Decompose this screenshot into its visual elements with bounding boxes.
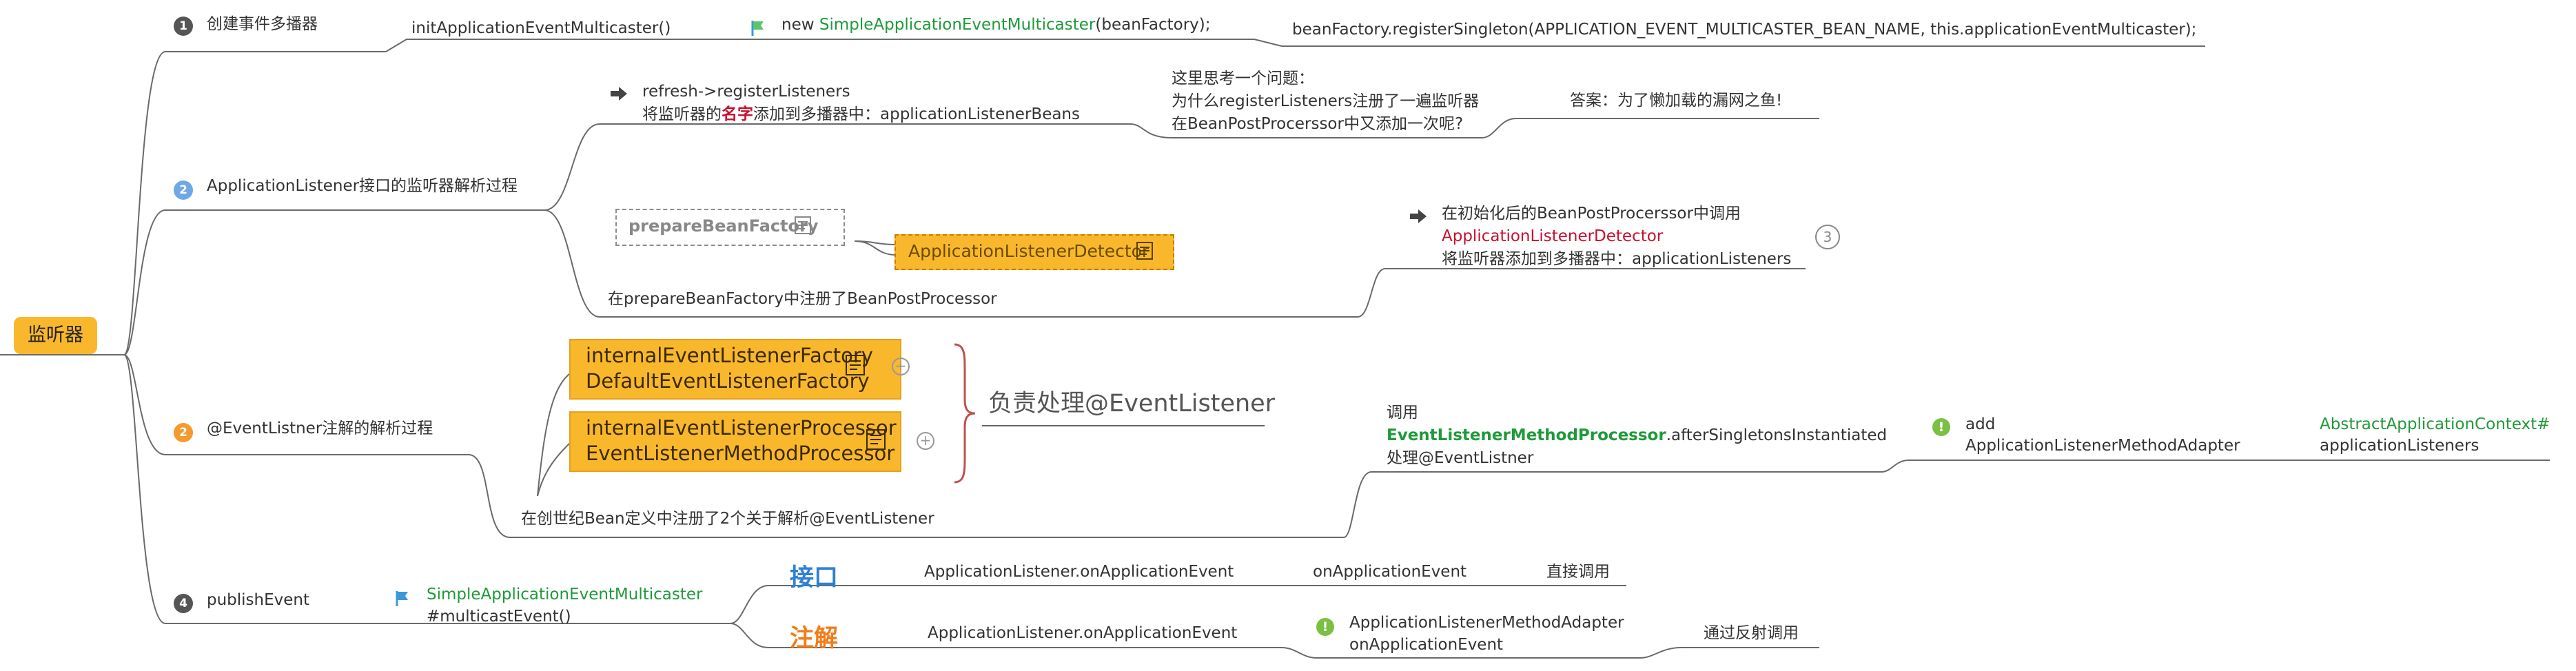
- question-line1[interactable]: 这里思考一个问题：: [1172, 70, 1314, 87]
- annotation-call[interactable]: ApplicationListener.onApplicationEvent: [928, 624, 1238, 642]
- call-line2[interactable]: EventListenerMethodProcessor.afterSingle…: [1387, 426, 1888, 444]
- step-4-badge: 4: [174, 594, 193, 613]
- refresh-register-line1[interactable]: refresh->registerListeners: [642, 83, 850, 101]
- number-3-marker: 3: [1815, 225, 1840, 249]
- init-line2[interactable]: ApplicationListenerDetector: [1442, 227, 1664, 245]
- note-icon: [866, 429, 886, 450]
- step-2-badge: 2: [174, 180, 193, 200]
- interface-call[interactable]: ApplicationListener.onApplicationEvent: [924, 563, 1234, 581]
- note-icon: [795, 216, 811, 234]
- note-icon: [1136, 242, 1153, 260]
- direct-call-node[interactable]: 直接调用: [1546, 563, 1610, 581]
- init-multicaster-call[interactable]: initApplicationEventMulticaster(): [411, 19, 671, 37]
- event-listener-factory-box[interactable]: internalEventListenerFactory DefaultEven…: [569, 339, 901, 400]
- add-line2[interactable]: ApplicationListenerMethodAdapter: [1965, 437, 2240, 455]
- note-icon: [846, 355, 865, 375]
- add-line1[interactable]: add: [1965, 415, 1996, 433]
- info-icon: !: [1316, 618, 1334, 636]
- context-line2[interactable]: applicationListeners: [2320, 437, 2480, 455]
- brace-label[interactable]: 负责处理@EventListener: [988, 390, 1276, 417]
- branch1-label[interactable]: 创建事件多播器: [207, 15, 318, 33]
- adapter-line1[interactable]: ApplicationListenerMethodAdapter: [1349, 614, 1624, 632]
- answer-node[interactable]: 答案：为了懒加载的漏网之鱼!: [1570, 92, 1783, 110]
- step-3-badge: 2: [174, 423, 193, 442]
- branch3-label[interactable]: @EventListner注解的解析过程: [207, 420, 433, 437]
- init-line3[interactable]: 将监听器添加到多播器中：applicationListeners: [1442, 250, 1792, 268]
- arrow-right-icon: [611, 87, 627, 101]
- arrow-right-icon: [1410, 209, 1427, 223]
- prepare-bean-factory-box[interactable]: prepareBeanFactory: [615, 209, 845, 246]
- adapter-line2[interactable]: onApplicationEvent: [1349, 636, 1504, 654]
- branch2-label[interactable]: ApplicationListener接口的监听器解析过程: [207, 177, 518, 195]
- branch4-label[interactable]: publishEvent: [207, 591, 310, 609]
- multicaster-line1[interactable]: SimpleApplicationEventMulticaster: [427, 586, 703, 603]
- prepare-note[interactable]: 在prepareBeanFactory中注册了BeanPostProcessor: [608, 290, 997, 308]
- register-singleton-node[interactable]: beanFactory.registerSingleton(APPLICATIO…: [1292, 21, 2197, 39]
- call-line1[interactable]: 调用: [1387, 404, 1418, 422]
- question-line2[interactable]: 为什么registerListeners注册了一遍监听器: [1172, 92, 1480, 110]
- root-node[interactable]: 监听器: [14, 317, 97, 354]
- multicaster-line2[interactable]: #multicastEvent(): [427, 608, 571, 626]
- flag-icon: [396, 591, 408, 606]
- flag-icon: [751, 21, 764, 36]
- question-line3[interactable]: 在BeanPostProcerssor中又添加一次呢?: [1172, 115, 1464, 133]
- event-listener-processor-box[interactable]: internalEventListenerProcessor EventList…: [569, 411, 901, 472]
- init-line1[interactable]: 在初始化后的BeanPostProcerssor中调用: [1442, 205, 1741, 223]
- step-1-badge: 1: [174, 17, 193, 36]
- interface-method[interactable]: onApplicationEvent: [1313, 563, 1467, 581]
- application-listener-detector-box[interactable]: ApplicationListenerDetector: [895, 234, 1174, 270]
- new-multicaster-node[interactable]: new SimpleApplicationEventMulticaster(be…: [781, 16, 1211, 34]
- info-icon: !: [1932, 418, 1950, 436]
- reflection-call-node[interactable]: 通过反射调用: [1704, 624, 1799, 642]
- genesis-bean-note[interactable]: 在创世纪Bean定义中注册了2个关于解析@EventListener: [521, 510, 934, 528]
- context-line1[interactable]: AbstractApplicationContext#: [2320, 415, 2551, 433]
- call-line3[interactable]: 处理@EventListner: [1387, 449, 1534, 467]
- refresh-register-line2[interactable]: 将监听器的名字添加到多播器中：applicationListenerBeans: [642, 105, 1080, 123]
- interface-label[interactable]: 接口: [790, 564, 839, 592]
- expand-icon[interactable]: +: [892, 358, 910, 375]
- annotation-label[interactable]: 注解: [790, 625, 839, 652]
- expand-icon[interactable]: +: [917, 432, 934, 450]
